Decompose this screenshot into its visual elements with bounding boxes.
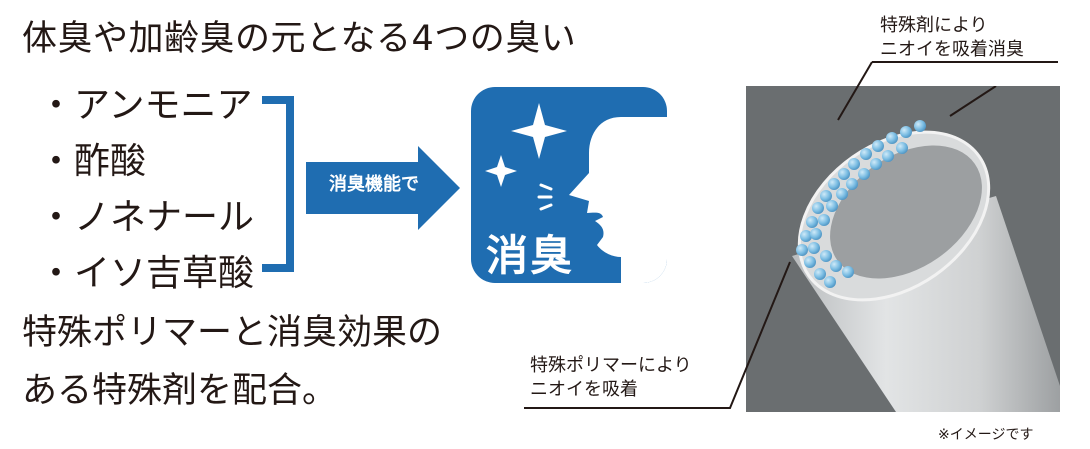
description-line-2: ある特殊剤を配合。 [22, 371, 338, 411]
odor-item-acetic-acid: ・酢酸 [38, 141, 147, 182]
deodorize-label: 消臭 [486, 231, 575, 280]
fiber-image [746, 86, 1060, 412]
annotation-special-agent: 特殊剤により ニオイを吸着消臭 [880, 14, 1024, 62]
description-line-1: 特殊ポリマーと消臭効果の [22, 313, 443, 353]
odor-list: ・アンモニア ・酢酸 ・ノネナール ・イソ吉草酸 [38, 78, 254, 302]
odor-item-isovaleric-acid: ・イソ吉草酸 [38, 253, 255, 294]
description: 特殊ポリマーと消臭効果の ある特殊剤を配合。 [22, 304, 442, 420]
odor-item-ammonia: ・アンモニア [38, 85, 253, 126]
page-title: 体臭や加齢臭の元となる4つの臭い [22, 19, 577, 59]
annotation-top-line-2: ニオイを吸着消臭 [880, 39, 1024, 60]
image-note: ※イメージです [938, 427, 1034, 443]
annotation-special-polymer: 特殊ポリマーにより ニオイを吸着 [530, 354, 692, 402]
deodorize-icon [471, 87, 667, 283]
odor-item-nonenal: ・ノネナール [38, 197, 255, 238]
bracket [262, 96, 294, 272]
face-sparkle-icon [485, 103, 667, 283]
annotation-top-line-1: 特殊剤により [880, 15, 988, 36]
arrow-label: 消臭機能で [329, 174, 419, 195]
annotation-bottom-line-1: 特殊ポリマーにより [530, 355, 692, 376]
annotation-bottom-line-2: ニオイを吸着 [530, 379, 638, 400]
arrow-icon [306, 146, 460, 230]
